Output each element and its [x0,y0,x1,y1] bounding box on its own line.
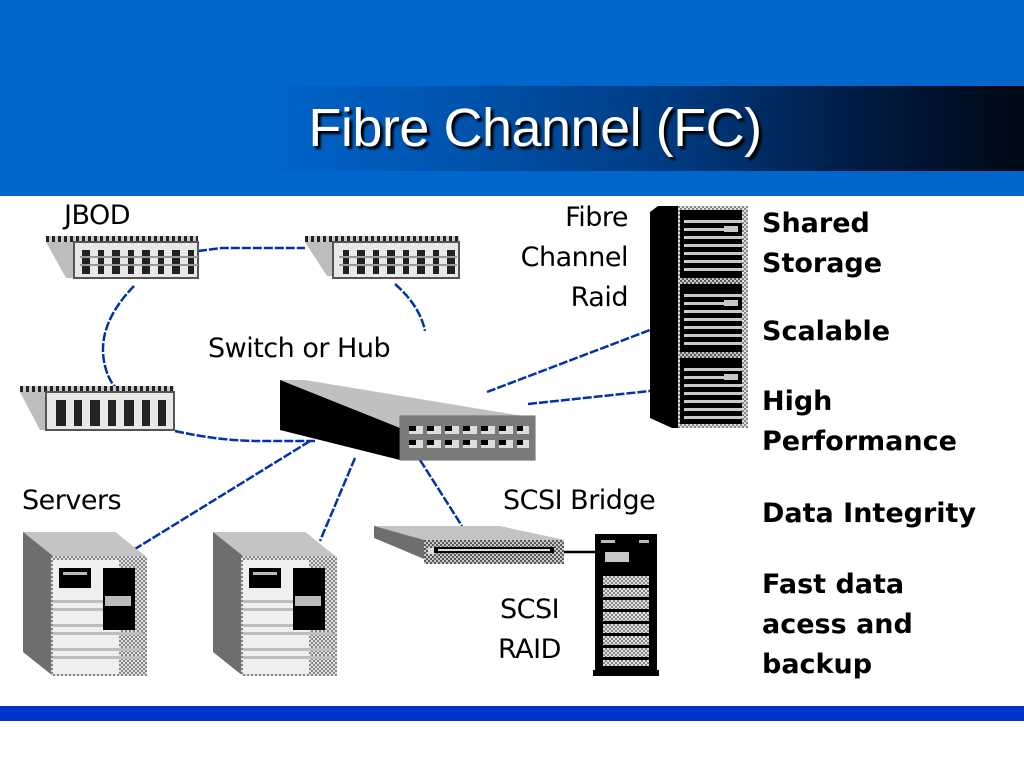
feature-shared-storage-line1: Shared [762,208,870,239]
link-switch-fcraid-1 [486,328,651,394]
footer-band [0,706,1024,721]
label-scsi-raid-line1: SCSI [500,594,560,625]
link-switch-server1 [134,439,311,551]
link-jbod3-switch [174,429,315,443]
link-jbod1-jbod2 [197,246,305,253]
title-bar [250,86,1024,171]
jbod-enclosure-2-icon [305,236,460,279]
scsi-raid-tower-icon [593,534,659,676]
links [101,246,651,551]
label-fc-raid-line2: Channel [520,242,629,273]
feature-scalable: Scalable [762,316,891,347]
feature-fast-access-line1: Fast data [762,569,905,600]
scsi-bridge-icon [374,526,564,564]
switch-ports [409,426,529,448]
label-fc-raid-line3: Raid [570,282,629,313]
feature-fast-access-line2: acess and [762,609,913,640]
server-2-icon [213,532,337,676]
feature-data-integrity: Data Integrity [762,498,977,529]
server-1-icon [23,532,147,676]
link-switch-fcraid-2 [527,389,651,406]
jbod-enclosure-3-icon [20,386,175,431]
label-fc-raid-line1: Fibre [565,202,628,233]
label-servers: Servers [22,485,122,516]
network-diagram [20,206,748,676]
jbod-enclosure-1-icon [46,236,199,279]
label-switch-hub: Switch or Hub [208,333,391,364]
slide-title: Fibre Channel (FC) [308,98,762,158]
link-switch-bridge [418,459,464,527]
link-jbod1-jbod3 [101,285,135,394]
switch-hub-icon [280,380,536,461]
feature-fast-access-line3: backup [762,649,873,680]
link-switch-server2 [318,457,357,542]
feature-high-performance-line2: Performance [762,426,957,457]
label-scsi-bridge: SCSI Bridge [503,485,656,516]
feature-high-performance-line1: High [762,386,833,417]
label-jbod: JBOD [64,200,131,231]
feature-shared-storage-line2: Storage [762,248,883,279]
fc-raid-rack-icon [650,206,748,428]
link-jbod2-switch [394,283,427,332]
label-scsi-raid-line2: RAID [498,634,561,665]
